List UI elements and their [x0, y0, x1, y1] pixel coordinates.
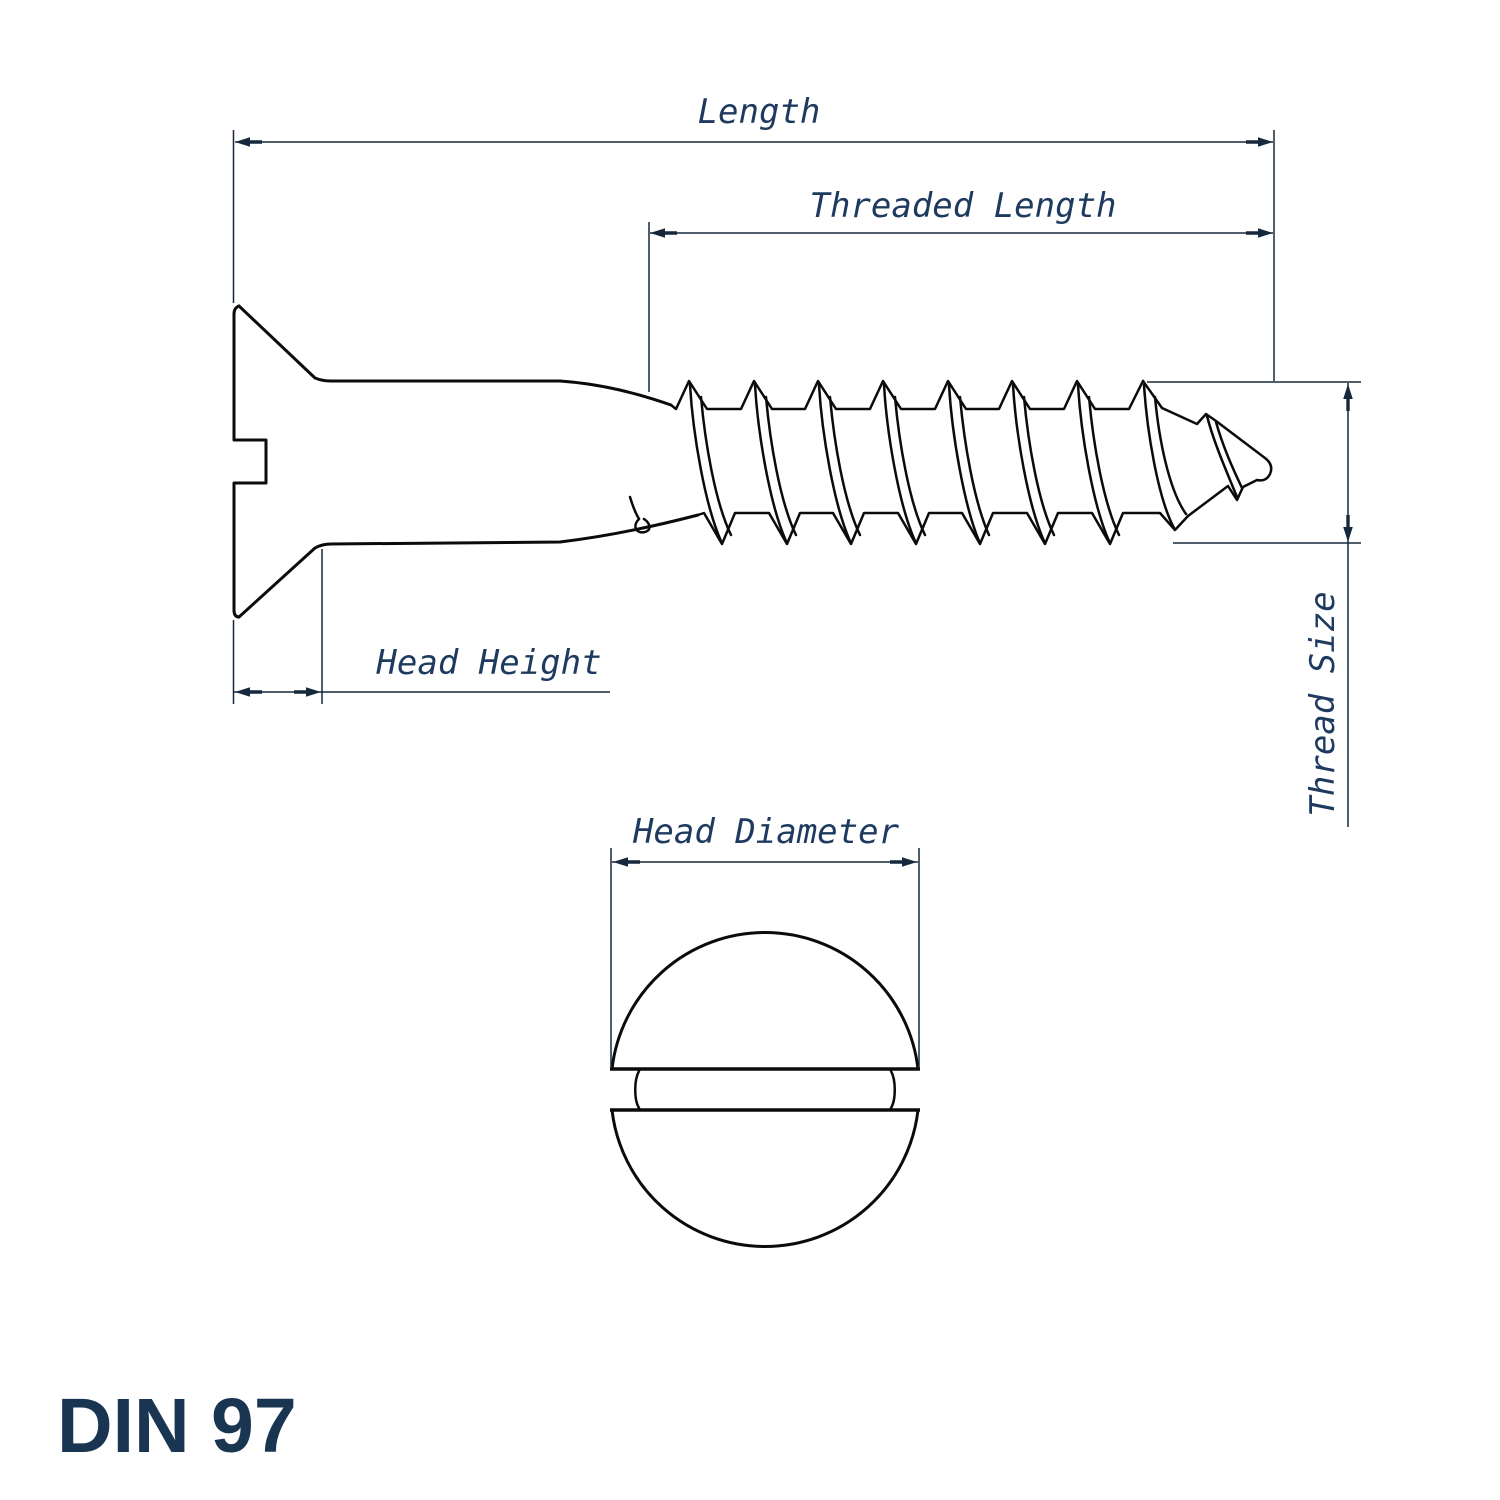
- dim-head-height: Head Height: [232, 549, 610, 704]
- head-circle-upper-arc: [610, 931, 920, 1071]
- thread-crests-top: [669, 379, 1145, 411]
- screw-tip-cone: [1141, 379, 1273, 518]
- slot-right-wall: [889, 1069, 896, 1110]
- dim-threaded-length: Threaded Length: [648, 186, 1273, 392]
- thread-crests-bottom: [696, 511, 1190, 546]
- top-view-head: [610, 931, 920, 1248]
- side-view-screw: [232, 304, 1273, 619]
- screw-bottom-edge: [237, 513, 700, 619]
- dim-head-diameter-label: Head Diameter: [632, 812, 900, 852]
- head-circle-lower-arc: [610, 1108, 920, 1248]
- dim-length: Length: [232, 92, 1275, 381]
- thread-helix-lines: [688, 383, 1244, 543]
- screw-head-face: [232, 304, 268, 619]
- drawing-title: DIN 97: [57, 1383, 297, 1469]
- screw-top-edge: [237, 304, 673, 407]
- thread-runout-curl: [628, 495, 651, 534]
- slot-left-wall: [634, 1069, 641, 1110]
- dim-head-height-label: Head Height: [375, 643, 601, 683]
- dim-thread-size: Thread Size: [1147, 381, 1361, 827]
- dim-length-label: Length: [698, 92, 821, 132]
- dim-thread-size-label: Thread Size: [1303, 591, 1343, 816]
- dim-threaded-length-label: Threaded Length: [809, 186, 1116, 226]
- dim-head-diameter: Head Diameter: [610, 812, 920, 1068]
